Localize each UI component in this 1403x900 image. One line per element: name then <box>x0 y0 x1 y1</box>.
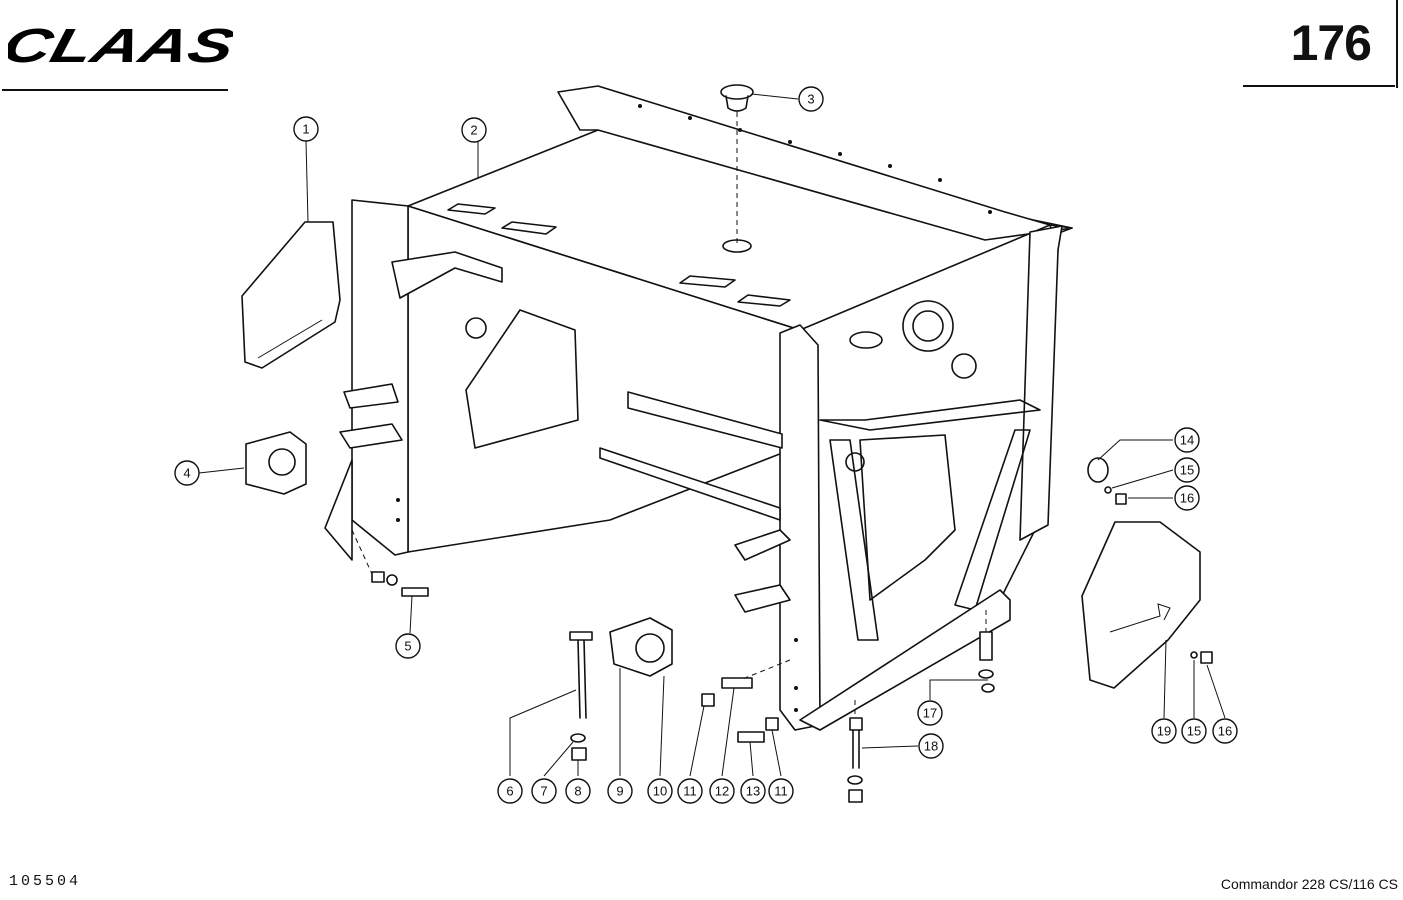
model-name: Commandor 228 CS/116 CS <box>1220 876 1398 892</box>
side-cover-right <box>1081 521 1201 689</box>
callout-15a: 15 <box>1174 457 1200 483</box>
leader-lines <box>198 93 1226 777</box>
callout-6: 6 <box>497 778 523 804</box>
claas-logo: CLAAS <box>8 20 233 70</box>
callout-label: 12 <box>715 784 729 799</box>
callout-3: 3 <box>798 86 824 112</box>
document-id: 105504 <box>9 873 82 890</box>
header-rule-right <box>1243 85 1395 87</box>
brand-text: CLAAS <box>8 20 233 70</box>
callout-label: 13 <box>746 784 760 799</box>
callout-label: 19 <box>1157 724 1171 739</box>
callout-12: 12 <box>709 778 735 804</box>
callout-label: 14 <box>1180 433 1194 448</box>
bearing-block-9 <box>609 617 673 677</box>
callout-13: 13 <box>740 778 766 804</box>
callout-label: 11 <box>774 784 788 799</box>
callout-label: 2 <box>470 123 477 138</box>
callout-14: 14 <box>1174 427 1200 453</box>
callout-11a: 11 <box>677 778 703 804</box>
bearing-block-4 <box>245 431 307 495</box>
callout-4: 4 <box>174 460 200 486</box>
callout-19: 19 <box>1151 718 1177 744</box>
callout-label: 8 <box>574 784 581 799</box>
callout-label: 17 <box>923 706 937 721</box>
main-frame <box>324 85 1073 731</box>
callout-label: 7 <box>540 784 547 799</box>
callout-15b: 15 <box>1181 718 1207 744</box>
callout-label: 15 <box>1187 724 1201 739</box>
callout-11b: 11 <box>768 778 794 804</box>
callout-16a: 16 <box>1174 485 1200 511</box>
callout-7: 7 <box>531 778 557 804</box>
callout-label: 9 <box>616 784 623 799</box>
callout-label: 18 <box>924 739 938 754</box>
page-number: 176 <box>1290 15 1372 71</box>
callout-label: 16 <box>1180 491 1194 506</box>
callout-5: 5 <box>395 633 421 659</box>
callout-16b: 16 <box>1212 718 1238 744</box>
side-cover-left <box>241 221 341 369</box>
callout-18: 18 <box>918 733 944 759</box>
callout-label: 16 <box>1218 724 1232 739</box>
callout-label: 4 <box>183 466 190 481</box>
callout-label: 3 <box>807 92 814 107</box>
callout-2: 2 <box>461 117 487 143</box>
callout-label: 15 <box>1180 463 1194 478</box>
header-edge <box>1396 0 1398 88</box>
cap-3 <box>720 84 754 112</box>
fasteners <box>351 457 1213 803</box>
callout-1: 1 <box>293 116 319 142</box>
header-rule-left <box>2 89 228 91</box>
callout-label: 10 <box>653 784 667 799</box>
callout-label: 1 <box>302 122 309 137</box>
callout-9: 9 <box>607 778 633 804</box>
callout-10: 10 <box>647 778 673 804</box>
callout-label: 6 <box>506 784 513 799</box>
callout-label: 11 <box>683 784 697 799</box>
callout-label: 5 <box>404 639 411 654</box>
callout-8: 8 <box>565 778 591 804</box>
callout-17: 17 <box>917 700 943 726</box>
